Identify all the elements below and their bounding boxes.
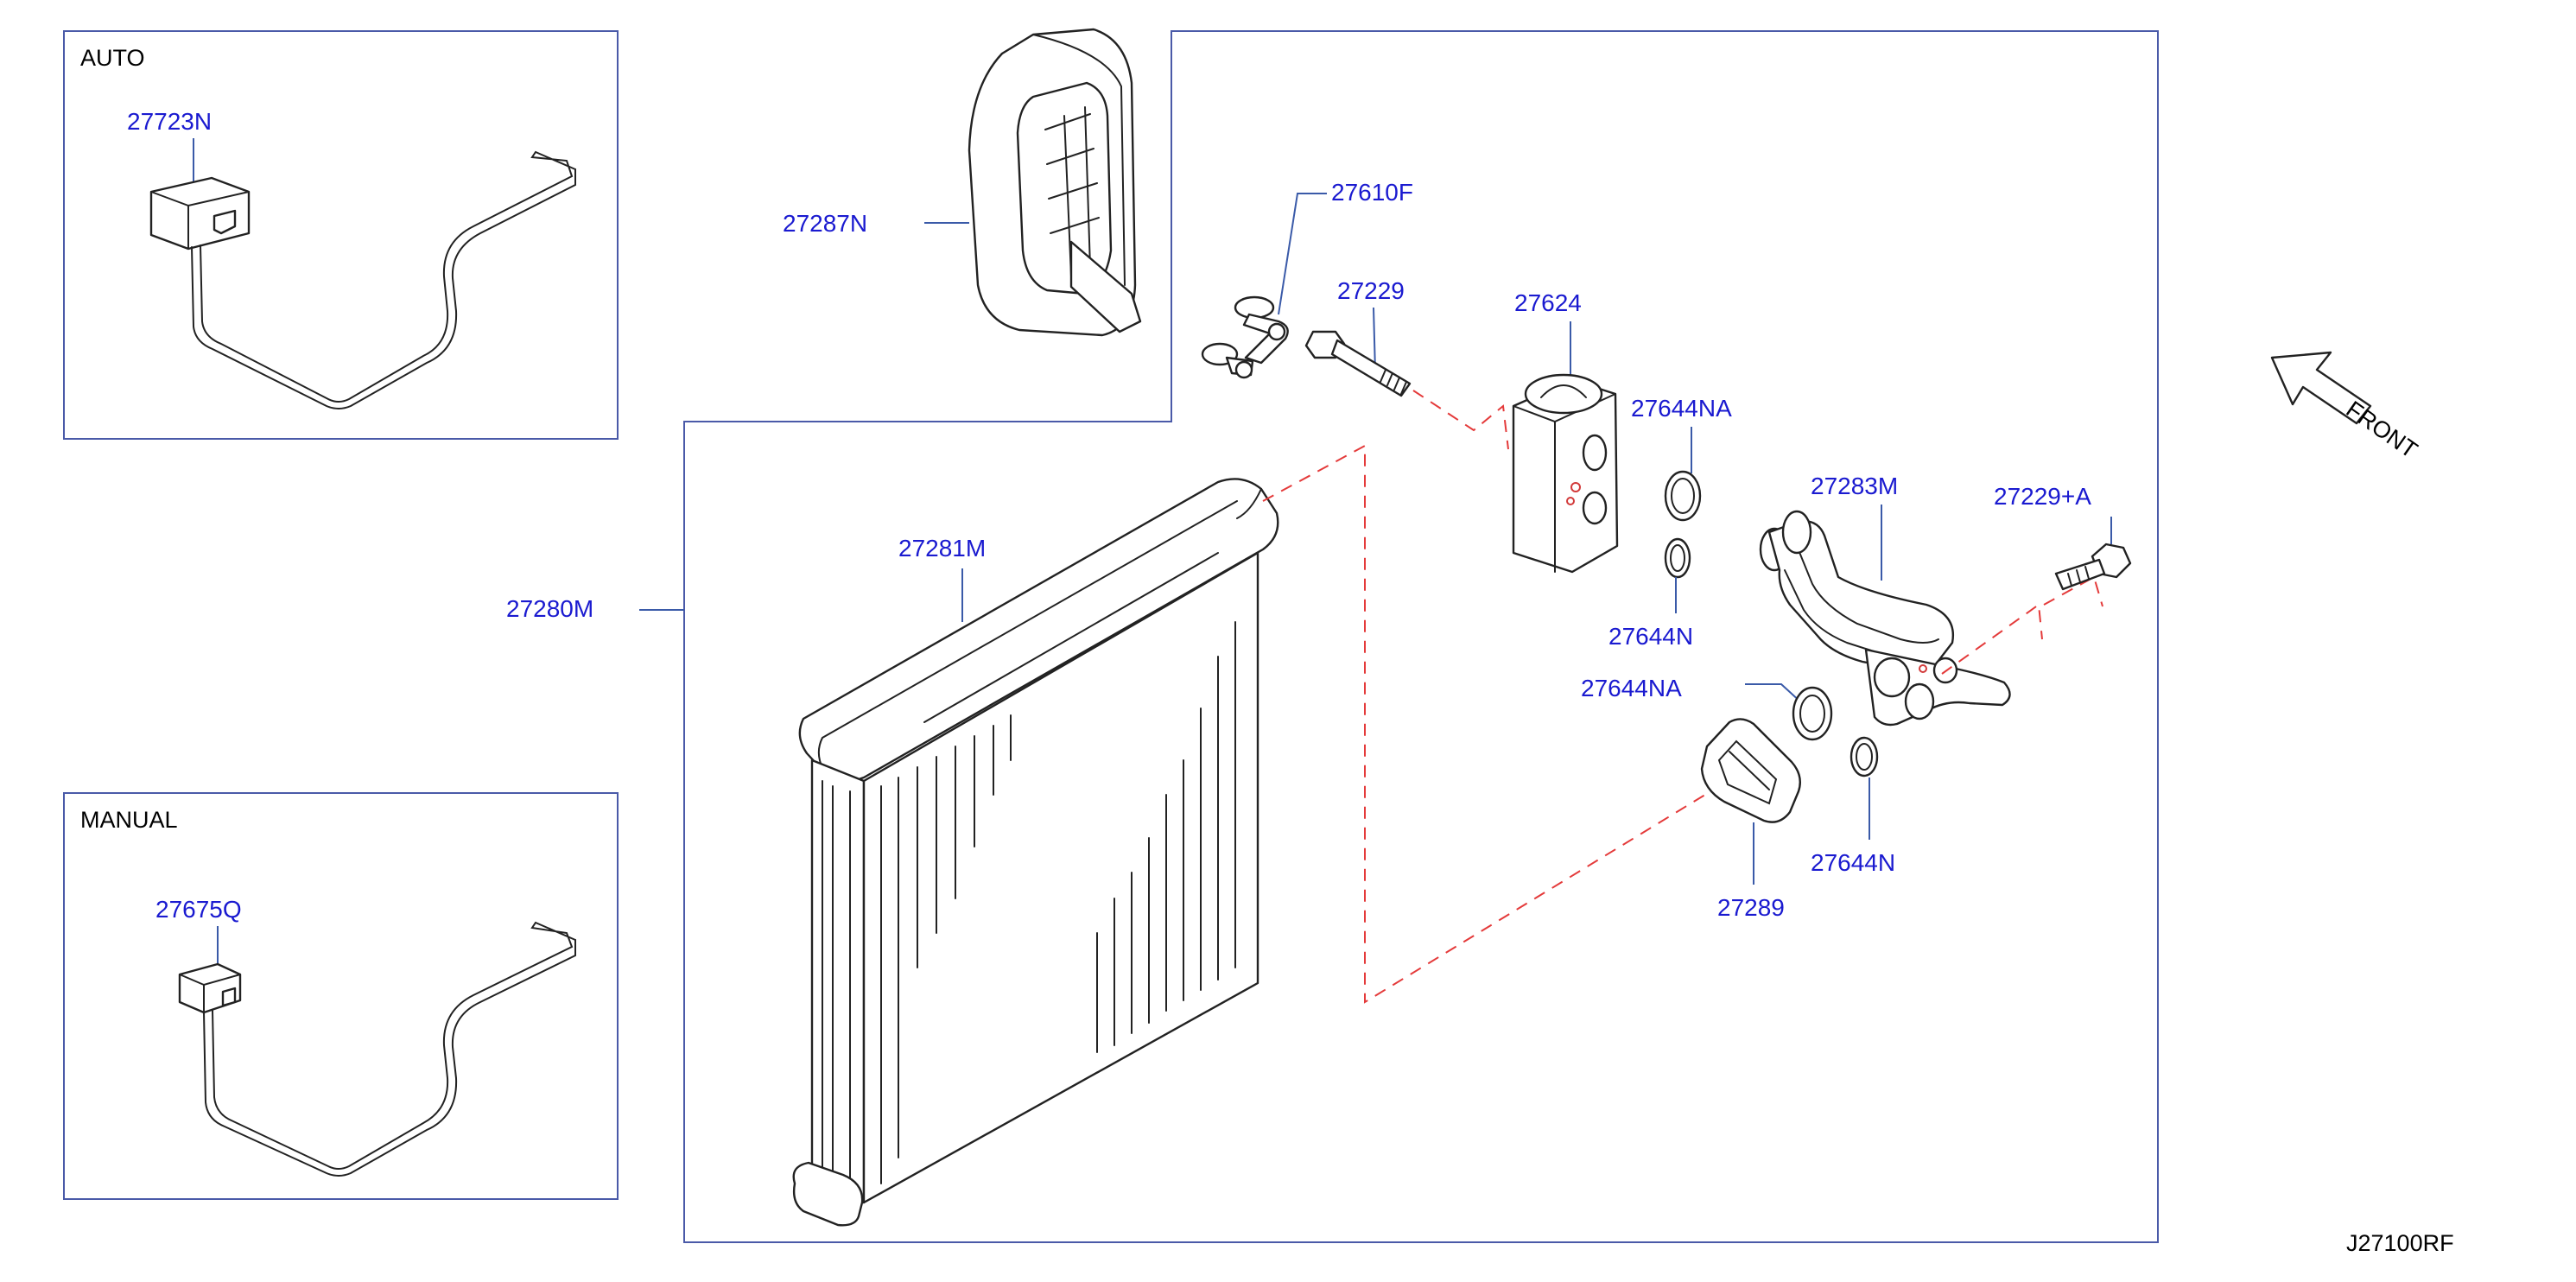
part-label-27644na-pipe: 27644NA	[1581, 675, 1682, 701]
pipe-seal-27289	[1700, 718, 1801, 823]
part-label-27280m: 27280M	[506, 595, 593, 622]
part-label-27287n: 27287N	[783, 210, 867, 237]
front-direction-arrow: FRONT	[2270, 351, 2422, 463]
leader-27644na-pipe	[1745, 683, 1803, 704]
manual-sensor	[178, 921, 576, 1177]
part-label-27229a: 27229+A	[1994, 483, 2091, 510]
dash-bolt-to-valve	[1412, 390, 1509, 450]
part-label-27624: 27624	[1514, 289, 1582, 316]
leader-27610f	[1278, 193, 1327, 315]
part-label-27283m: 27283M	[1811, 473, 1898, 499]
part-label-27644n-pipe: 27644N	[1811, 849, 1895, 876]
bolt-27229	[1304, 330, 1412, 397]
part-label-27229: 27229	[1337, 277, 1405, 304]
o-ring-27644n-valve-inner	[1670, 544, 1685, 572]
dash-pipe-to-bolt	[1941, 575, 2103, 675]
pipe-27283m	[1759, 510, 2011, 727]
part-label-27675q: 27675Q	[155, 896, 242, 923]
part-label-27644na-valve: 27644NA	[1631, 395, 1732, 422]
clip-27610f	[1201, 295, 1289, 379]
auto-sensor	[149, 150, 576, 409]
o-ring-27644n-pipe-inner	[1856, 743, 1873, 771]
o-ring-27644na-pipe-inner	[1799, 695, 1825, 733]
diagram-code: J27100RF	[2346, 1230, 2454, 1256]
front-label: FRONT	[2342, 396, 2422, 463]
manual-inset-title: MANUAL	[80, 807, 178, 833]
assembly-frame	[683, 30, 2159, 1243]
part-label-27289: 27289	[1717, 894, 1785, 921]
manual-inset-frame	[63, 792, 619, 1200]
auto-inset-title: AUTO	[80, 45, 145, 71]
part-label-27723n: 27723N	[127, 108, 212, 135]
seal-27287n	[968, 28, 1142, 337]
dash-core-to-valve	[1262, 444, 1729, 1004]
o-ring-27644n-pipe	[1850, 736, 1879, 777]
evaporator-core-27281m	[792, 478, 1279, 1227]
o-ring-27644na-valve-inner	[1671, 478, 1695, 514]
part-label-27644n-valve: 27644N	[1608, 623, 1693, 650]
part-label-27281m: 27281M	[898, 535, 986, 562]
bolt-27229a	[2054, 543, 2132, 591]
o-ring-27644na-pipe	[1792, 686, 1833, 741]
leader-27229	[1373, 307, 1376, 372]
part-label-27610f: 27610F	[1331, 179, 1413, 206]
o-ring-27644n-valve	[1664, 537, 1691, 579]
expansion-valve-27624	[1512, 373, 1619, 574]
auto-inset-frame	[63, 30, 619, 440]
